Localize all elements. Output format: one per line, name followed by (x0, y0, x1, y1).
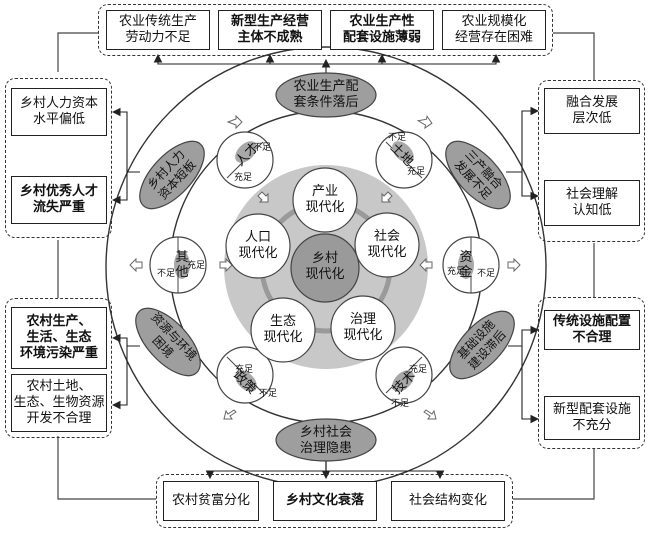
bottom-box-2: 乡村文化衰落 (273, 481, 377, 521)
problem-top-label: 农业生产配 套条件落后 (293, 79, 359, 110)
talent-insufficient: 不足 (252, 143, 271, 153)
left-box-2: 乡村优秀人才 流失严重 (11, 176, 107, 224)
core-ecology-label: 生态 现代化 (263, 314, 303, 345)
top-group-frame (98, 4, 553, 56)
other-sufficient: 充足 (186, 261, 205, 271)
talent-sufficient: 充足 (233, 173, 252, 183)
connector-top-right (553, 32, 595, 80)
top-box-1: 农业传统生产 劳动力不足 (106, 10, 210, 50)
core-ecology-circle (250, 297, 316, 363)
right-box-1: 融合发展 层次低 (544, 88, 640, 134)
top-box-4: 农业规模化 经营存在困难 (442, 10, 546, 50)
left-top-group-frame (5, 78, 112, 238)
policy-insufficient: 不足 (258, 389, 277, 399)
left-box-1: 乡村人力资本 水平偏低 (11, 88, 107, 136)
core-industry-circle (292, 167, 358, 233)
capital-insufficient: 不足 (476, 269, 495, 279)
land-sufficient: 充足 (406, 167, 425, 177)
connector-bottom-right (513, 448, 595, 500)
right-box-4: 新型配套设施 不充分 (544, 396, 640, 440)
left-box-3: 农村生产、 生活、生态 环境污染严重 (11, 307, 107, 369)
right-bottom-group-frame (538, 297, 645, 449)
other-insufficient: 不足 (156, 269, 175, 279)
bottom-box-3: 社会结构变化 (391, 481, 505, 521)
right-box-3: 传统设施配置 不合理 (544, 310, 640, 350)
core-society-label: 社会 现代化 (367, 229, 407, 260)
top-box-2: 新型生产经营 主体不成熟 (218, 10, 322, 50)
land-insufficient: 不足 (387, 133, 406, 143)
bottom-group-frame (156, 474, 513, 528)
capital-sufficient: 充足 (446, 267, 465, 277)
ellipse-bottom (275, 418, 377, 462)
ellipse-upper-right (445, 140, 511, 210)
core-population-label: 人口 现代化 (238, 230, 278, 261)
connector-bottom-left (57, 436, 156, 500)
top-box-3: 农业生产性 配套设施薄弱 (330, 10, 434, 50)
core-center-circle (290, 233, 360, 303)
core-center-label: 乡村 现代化 (305, 251, 345, 282)
core-society-circle (354, 212, 420, 278)
ellipse-top (275, 72, 377, 118)
right-top-group-frame (538, 80, 645, 242)
right-box-2: 社会理解 认知低 (544, 180, 640, 226)
ellipse-lower-right (449, 310, 515, 380)
left-bottom-group-frame (5, 298, 112, 438)
problem-bottom-label: 乡村社会 治理隐患 (299, 425, 352, 456)
ellipse-lower-left (135, 307, 201, 377)
factor-capital-label: 资 金 (459, 250, 473, 280)
factor-other-label: 其 他 (175, 250, 189, 280)
tech-insufficient: 不足 (390, 399, 409, 409)
policy-sufficient: 充足 (234, 365, 253, 375)
core-industry-label: 产业 现代化 (305, 184, 345, 215)
tech-sufficient: 充足 (408, 365, 427, 375)
core-governance-circle (330, 295, 396, 361)
connector-top-left (57, 32, 98, 72)
core-population-circle (225, 213, 291, 279)
ellipse-upper-left (139, 140, 205, 210)
bottom-box-1: 农村贫富分化 (163, 481, 259, 521)
left-box-4: 农村土地、 生态、生物资源 开发不合理 (11, 374, 107, 432)
core-governance-label: 治理 现代化 (343, 312, 383, 343)
